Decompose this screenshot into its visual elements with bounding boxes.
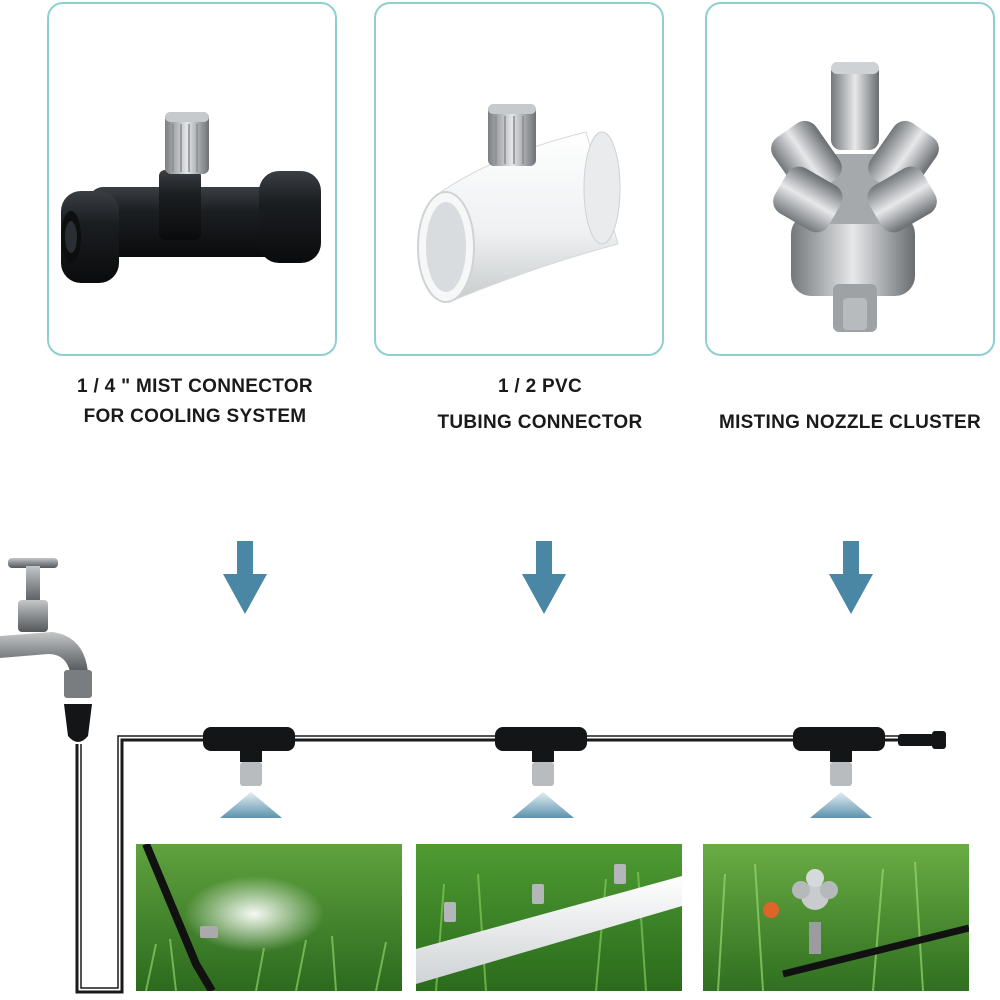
faucet-icon <box>0 558 92 742</box>
mist-spray <box>220 792 282 818</box>
mist-spray <box>810 792 872 818</box>
white-pvc-tee-image <box>417 104 621 303</box>
caption-pvc-connector: 1 / 2 PVC TUBING CONNECTOR <box>380 372 700 438</box>
product-card-pvc-connector <box>374 2 664 356</box>
tee-connector <box>203 727 295 818</box>
down-arrow-icon <box>223 541 267 614</box>
nozzle-cluster-image <box>771 62 939 332</box>
tee-connector <box>793 727 885 818</box>
product-card-mist-connector <box>47 2 337 356</box>
grass-pvc-pipe-photo <box>416 844 682 991</box>
mist-spray <box>512 792 574 818</box>
caption-line-1: 1 / 4 " MIST CONNECTOR <box>77 376 313 397</box>
black-tee-connector-image <box>61 112 321 283</box>
caption-line-2: MISTING NOZZLE CLUSTER <box>718 412 982 433</box>
grass-misting-photo <box>136 844 402 991</box>
down-arrow-icon <box>522 541 566 614</box>
caption-line-2: FOR COOLING SYSTEM <box>83 406 307 427</box>
end-plug-body <box>898 734 934 746</box>
down-arrow-icon <box>829 541 873 614</box>
product-card-nozzle-cluster <box>705 2 995 356</box>
tee-connector <box>495 727 587 818</box>
caption-mist-connector: 1 / 4 " MIST CONNECTOR FOR COOLING SYSTE… <box>20 372 370 432</box>
caption-line-2: TUBING CONNECTOR <box>437 412 643 433</box>
grass-nozzle-cluster-photo <box>703 844 969 991</box>
caption-nozzle-cluster: MISTING NOZZLE CLUSTER <box>700 372 1000 438</box>
caption-line-1: 1 / 2 PVC <box>497 376 583 397</box>
tubing-line <box>75 735 940 994</box>
end-plug <box>932 731 946 749</box>
